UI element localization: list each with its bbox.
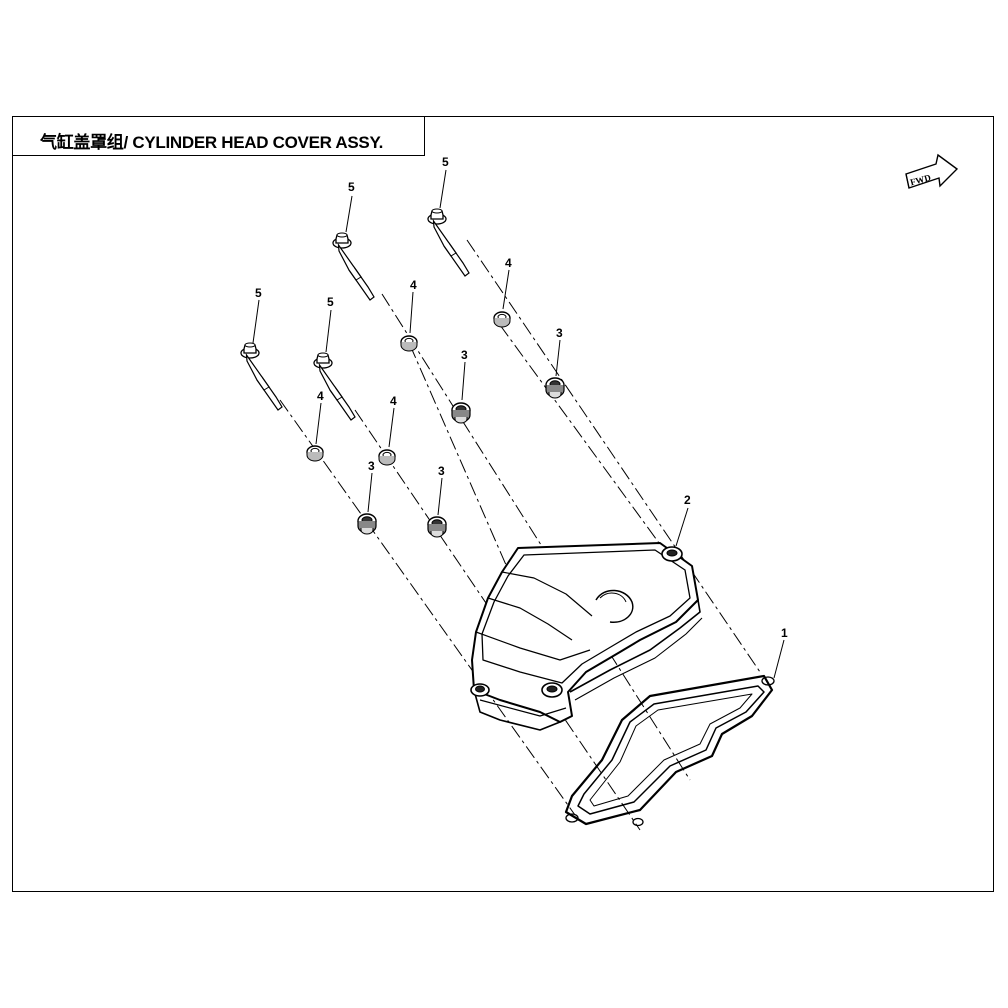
cover-gasket (564, 674, 775, 827)
washer-4a (400, 335, 418, 352)
callout-4a: 4 (410, 278, 417, 292)
bolt-5c (240, 342, 283, 411)
callout-4c: 4 (317, 389, 324, 403)
washer-4c (306, 445, 324, 462)
bolt-5a (332, 232, 375, 301)
callout-1: 1 (781, 626, 788, 640)
grommet-3d (427, 516, 447, 538)
callout-4b: 4 (505, 256, 512, 270)
grommet-3a (451, 402, 471, 424)
leader-lines (252, 169, 785, 679)
forward-arrow-icon: FWD (905, 153, 959, 189)
callout-2: 2 (684, 493, 691, 507)
page-title: 气缸盖罩组/ CYLINDER HEAD COVER ASSY. (40, 133, 384, 152)
callout-5c: 5 (255, 286, 262, 300)
washer-4b (493, 311, 511, 328)
center-lines (279, 239, 761, 831)
grommet-3c (357, 513, 377, 535)
callout-3c: 3 (368, 459, 375, 473)
callout-4d: 4 (390, 394, 397, 408)
title-box (12, 116, 425, 156)
callout-5d: 5 (327, 295, 334, 309)
cylinder-head-cover (470, 542, 703, 731)
bolt-5b (427, 208, 470, 277)
callout-3b: 3 (556, 326, 563, 340)
callout-5a: 5 (348, 180, 355, 194)
callout-5b: 5 (442, 155, 449, 169)
callout-3a: 3 (461, 348, 468, 362)
drawing-frame (12, 116, 994, 892)
grommet-3b (545, 377, 565, 399)
callout-3d: 3 (438, 464, 445, 478)
washer-4d (378, 449, 396, 466)
